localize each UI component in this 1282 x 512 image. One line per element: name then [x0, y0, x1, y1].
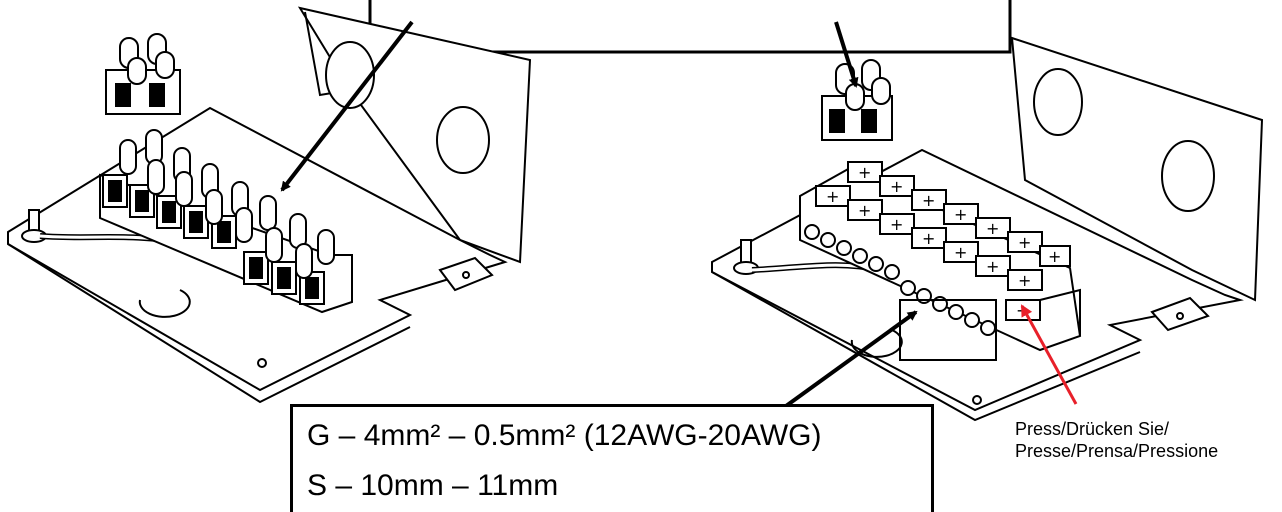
svg-text:+: +	[858, 201, 871, 220]
right-knockout-hole-2	[1161, 140, 1215, 212]
right-top-connector	[821, 59, 893, 141]
left-knockout-hole-1	[325, 41, 375, 109]
svg-text:+: +	[922, 229, 935, 248]
svg-text:+: +	[890, 215, 903, 234]
left-knockout-hole-2	[436, 106, 490, 174]
spec-pointer-arrow	[784, 310, 918, 408]
svg-text:+: +	[922, 191, 935, 210]
wire-spec-box: G – 4mm² – 0.5mm² (12AWG-20AWG) S – 10mm…	[290, 404, 934, 512]
press-instruction: Press/Drücken Sie/ Presse/Prensa/Pressio…	[1015, 418, 1218, 462]
svg-text:+: +	[954, 243, 967, 262]
left-top-connector	[105, 33, 181, 115]
press-instruction-line-1: Press/Drücken Sie/	[1015, 419, 1170, 439]
press-arrow	[1020, 304, 1078, 405]
svg-text:+: +	[826, 187, 839, 206]
svg-text:+: +	[890, 177, 903, 196]
top-label-box	[368, 0, 1012, 54]
right-pointer-arrow	[834, 21, 859, 88]
svg-text:+: +	[1048, 247, 1061, 266]
strip-length-spec: S – 10mm – 11mm	[307, 469, 559, 502]
push-terminal-block-icon: + + + + + + + + + + + + + + +	[799, 161, 1082, 361]
svg-text:+: +	[1018, 271, 1031, 290]
wire-gauge-spec: G – 4mm² – 0.5mm² (12AWG-20AWG)	[307, 419, 822, 452]
left-pointer-arrow	[280, 20, 414, 192]
svg-text:+: +	[1018, 233, 1031, 252]
svg-text:+: +	[986, 257, 999, 276]
right-knockout-hole-1	[1033, 68, 1083, 136]
svg-text:+: +	[858, 163, 871, 182]
svg-text:+: +	[954, 205, 967, 224]
svg-text:+: +	[986, 219, 999, 238]
press-instruction-line-2: Presse/Prensa/Pressione	[1015, 441, 1219, 461]
screw-terminal-block-icon	[99, 129, 353, 314]
